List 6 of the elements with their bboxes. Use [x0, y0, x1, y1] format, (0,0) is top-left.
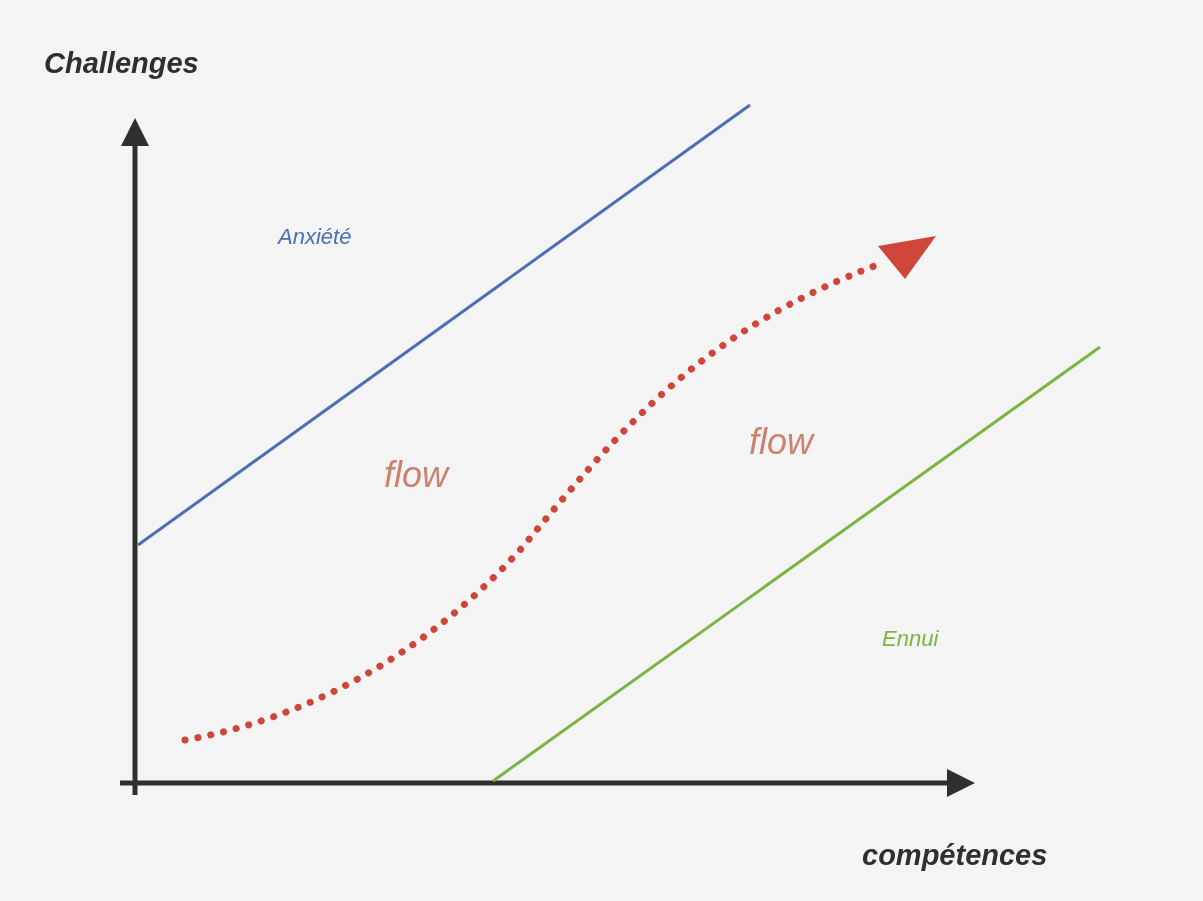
zone-label: Ennui [882, 625, 939, 653]
zone-label: Anxiété [278, 223, 352, 251]
axis-label: Challenges [44, 46, 199, 81]
zone-label: flow [749, 420, 814, 464]
axis-label: compétences [862, 838, 1048, 873]
zone-label: flow [384, 453, 449, 497]
